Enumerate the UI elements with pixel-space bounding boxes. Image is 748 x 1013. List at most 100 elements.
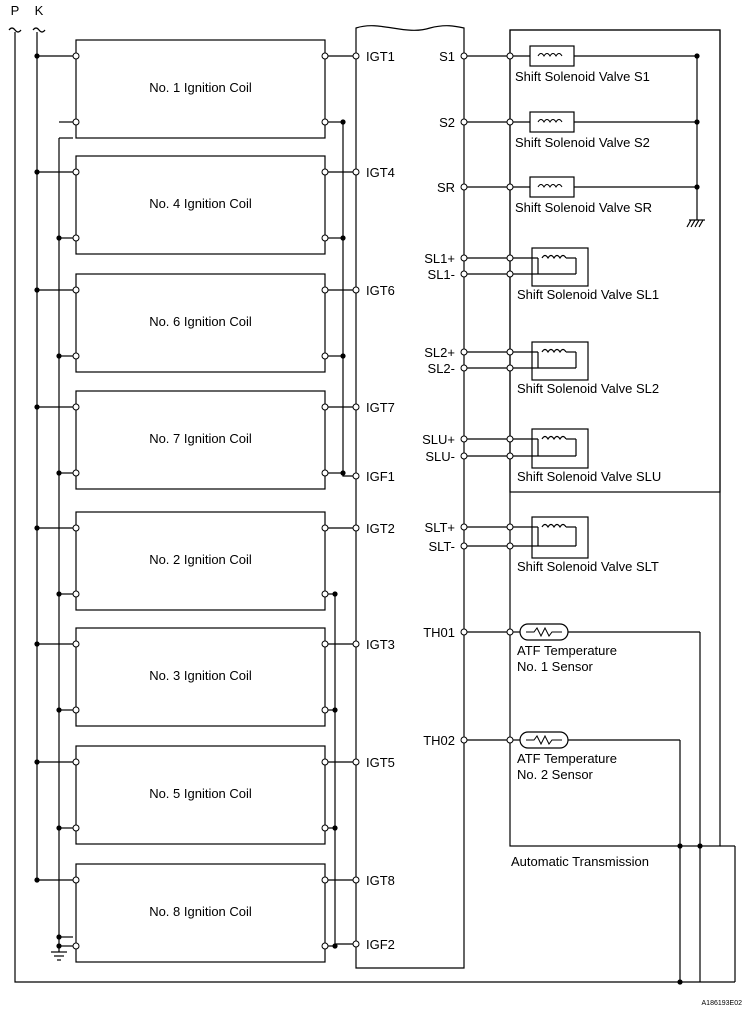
ecm-label-igt6: IGT6 xyxy=(366,283,395,298)
wire-igf1-bus xyxy=(342,122,353,477)
junction-p-bus xyxy=(677,979,683,985)
at-pin-th02 xyxy=(506,736,514,744)
ecm-label-sl1-minus: SL1- xyxy=(428,267,455,282)
ecm-label-slt-plus: SLT+ xyxy=(425,520,455,535)
coil-no8-pin-gnd xyxy=(72,942,80,950)
coil-no2-pin-gnd xyxy=(72,590,80,598)
coil-no5-box xyxy=(75,745,326,845)
ecm-label-slu-plus: SLU+ xyxy=(422,432,455,447)
solenoid-slt-label: Shift Solenoid Valve SLT xyxy=(517,559,659,574)
ecm-label-igt3: IGT3 xyxy=(366,637,395,652)
ecm-pin-igt7 xyxy=(352,403,360,411)
solenoid-s1-coil-icon xyxy=(537,53,563,57)
at-pin-slt-plus xyxy=(506,523,514,531)
break-k xyxy=(32,27,46,33)
ecm-label-igf2: IGF2 xyxy=(366,937,395,952)
coil-no4-pin-plus xyxy=(72,168,80,176)
break-p xyxy=(8,27,22,33)
solenoid-slu-label: Shift Solenoid Valve SLU xyxy=(517,469,661,484)
ecm-label-igf1: IGF1 xyxy=(366,469,395,484)
junction-igf-coil-no6 xyxy=(340,353,346,359)
sensor-th02-resistor-icon xyxy=(526,734,562,746)
transmission-box-upper xyxy=(509,29,721,493)
ecm-pin-igt6 xyxy=(352,286,360,294)
solenoid-s2-box xyxy=(529,111,575,133)
junction-igf-coil-no8 xyxy=(332,943,338,949)
label-p: P xyxy=(11,3,20,18)
at-pin-sr xyxy=(506,183,514,191)
coil-no7-box xyxy=(75,390,326,490)
transmission-box xyxy=(509,29,721,847)
junction-gnd-coil-no8 xyxy=(56,943,62,949)
coil-no7-pin-igf xyxy=(321,469,329,477)
solenoid-slt-coil-icon xyxy=(541,523,567,529)
junction-k-coil-no1 xyxy=(34,53,40,59)
at-pin-sl1-minus xyxy=(506,270,514,278)
junction-at-left xyxy=(677,843,683,849)
ecm-label-igt2: IGT2 xyxy=(366,521,395,536)
coil-no3-pin-igf xyxy=(321,706,329,714)
ecm-label-sr: SR xyxy=(437,180,455,195)
sensor-th01-body xyxy=(519,623,569,641)
ecm-pin-s2 xyxy=(460,118,468,126)
at-ground-hatch xyxy=(690,219,696,228)
junction-igf-coil-no1 xyxy=(340,119,346,125)
ecm-pin-igt3 xyxy=(352,640,360,648)
junction-gnd-coil-no2 xyxy=(56,591,62,597)
ecm-label-igt4: IGT4 xyxy=(366,165,395,180)
solenoid-sr-coil-icon xyxy=(537,184,563,188)
ecm-label-th01: TH01 xyxy=(423,625,455,640)
ecm-pin-slt-minus xyxy=(460,542,468,550)
coil-no3-label: No. 3 Ignition Coil xyxy=(149,668,252,683)
coil-no7-label: No. 7 Ignition Coil xyxy=(149,431,252,446)
at-pin-sl2-minus xyxy=(506,364,514,372)
ecm-label-s2: S2 xyxy=(439,115,455,130)
ecm-label-sl1-plus: SL1+ xyxy=(424,251,455,266)
coil-no8-pin-igf xyxy=(321,942,329,950)
solenoid-sl2-coil-icon xyxy=(541,348,567,354)
at-pin-sl1-plus xyxy=(506,254,514,262)
solenoid-sl1-label: Shift Solenoid Valve SL1 xyxy=(517,287,659,302)
coil-no1-box xyxy=(75,39,326,139)
sensor-th01-label-2: No. 1 Sensor xyxy=(517,659,594,674)
solenoid-s2-coil-icon xyxy=(537,119,563,123)
coil-no1-pin-igf xyxy=(321,118,329,126)
ecm-pin-sl1-plus xyxy=(460,254,468,262)
coil-no8-label: No. 8 Ignition Coil xyxy=(149,904,252,919)
solenoid-sl1-box xyxy=(531,247,589,287)
junction-k-coil-no5 xyxy=(34,759,40,765)
coil-no4-label: No. 4 Ignition Coil xyxy=(149,196,252,211)
coil-no2-pin-plus xyxy=(72,524,80,532)
at-pin-s1 xyxy=(506,52,514,60)
component-layer xyxy=(34,25,721,985)
solenoid-slu-box xyxy=(531,428,589,469)
coil-no4-pin-igf xyxy=(321,234,329,242)
coil-no5-pin-plus xyxy=(72,758,80,766)
ecm-label-igt7: IGT7 xyxy=(366,400,395,415)
solenoid-sl2-box xyxy=(531,341,589,381)
ecm-pin-igt8 xyxy=(352,876,360,884)
coil-no1-pin-gnd xyxy=(72,118,80,126)
ecm-pin-th02 xyxy=(460,736,468,744)
coil-no2-label: No. 2 Ignition Coil xyxy=(149,552,252,567)
coil-no6-pin-plus xyxy=(72,286,80,294)
label-k: K xyxy=(35,3,44,18)
sensor-th02-body xyxy=(519,731,569,749)
ecm-pin-slu-plus xyxy=(460,435,468,443)
at-pin-s2 xyxy=(506,118,514,126)
junction-s1-gnd xyxy=(694,53,700,59)
coil-no5-pin-igt xyxy=(321,758,329,766)
junction-k-coil-no7 xyxy=(34,404,40,410)
ecm-label-th02: TH02 xyxy=(423,733,455,748)
ecm-pin-slu-minus xyxy=(460,452,468,460)
coil-no1-pin-igt xyxy=(321,52,329,60)
ecm-box xyxy=(355,25,465,969)
ecm-pin-igf2 xyxy=(352,940,360,948)
junction-igf-coil-no4 xyxy=(340,235,346,241)
ecm-pin-sl1-minus xyxy=(460,270,468,278)
junction-igf-coil-no2 xyxy=(332,591,338,597)
ecm-label-sl2-minus: SL2- xyxy=(428,361,455,376)
ecm-pin-igt2 xyxy=(352,524,360,532)
